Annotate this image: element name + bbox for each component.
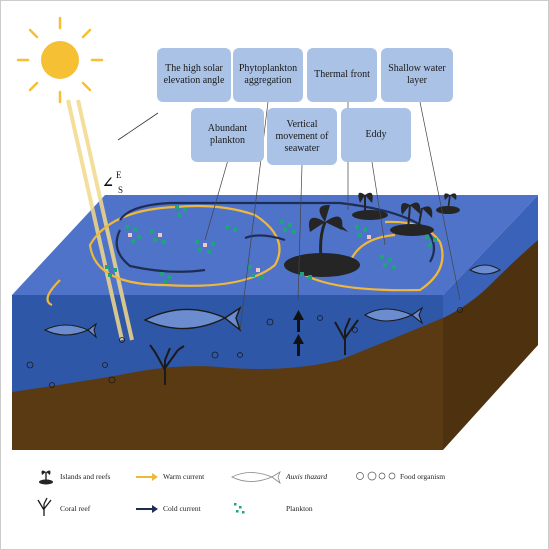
coral-reef-left-icon (149, 344, 185, 385)
legend-food-icon (356, 471, 396, 481)
label-phytoplankton-aggregation: Phytoplankton aggregation (233, 48, 303, 102)
island-main-icon (284, 204, 360, 277)
compass-angle-icon: ∠ (102, 176, 114, 191)
label-shallow-water-layer: Shallow water layer (381, 48, 453, 102)
fish-right-icon (363, 306, 424, 325)
sea-top-surface (12, 195, 538, 295)
legend-food-label: Food organism (400, 472, 446, 481)
legend-coral-icon (37, 497, 52, 516)
compass-east: E (116, 170, 122, 180)
vertical-movement-arrows (293, 310, 304, 356)
plankton-clusters (105, 205, 437, 284)
legend-plankton-icon (234, 503, 245, 514)
label-eddy: Eddy (341, 108, 411, 162)
fish-large-icon (143, 306, 242, 333)
food-organisms (26, 307, 463, 388)
solar-angle-leader (117, 112, 159, 141)
coral-reef-right-icon (334, 317, 359, 355)
legend-warm-current-icon (136, 473, 158, 481)
fish-left-icon (43, 322, 98, 339)
legend-auxis-label: Auxis thazard (286, 472, 328, 481)
label-abundant-plankton: Abundant plankton (191, 108, 264, 162)
label-solar-angle: The high solar elevation angle (157, 48, 231, 102)
legend-island-icon (39, 470, 53, 485)
legend-coral-label: Coral reef (60, 504, 91, 513)
cold-current-loops (115, 201, 436, 273)
sun-icon (16, 16, 104, 104)
legend-cold-current-label: Cold current (163, 504, 201, 513)
legend-warm-current-label: Warm current (163, 472, 205, 481)
legend-cold-current-icon (136, 505, 158, 513)
legend-plankton-label: Plankton (286, 504, 313, 513)
compass-south: S (118, 185, 124, 195)
fish-side-icon (469, 264, 501, 275)
island-small-2-icon (390, 202, 434, 236)
seabed (12, 318, 443, 450)
label-thermal-front: Thermal front (307, 48, 377, 102)
sun-rays (66, 99, 134, 341)
legend-fish-icon (231, 471, 281, 485)
legend-islands-label: Islands and reefs (60, 472, 111, 481)
label-vertical-movement: Vertical movement of seawater (267, 108, 337, 165)
island-small-1-icon (352, 192, 388, 220)
seabed-side (443, 240, 538, 450)
